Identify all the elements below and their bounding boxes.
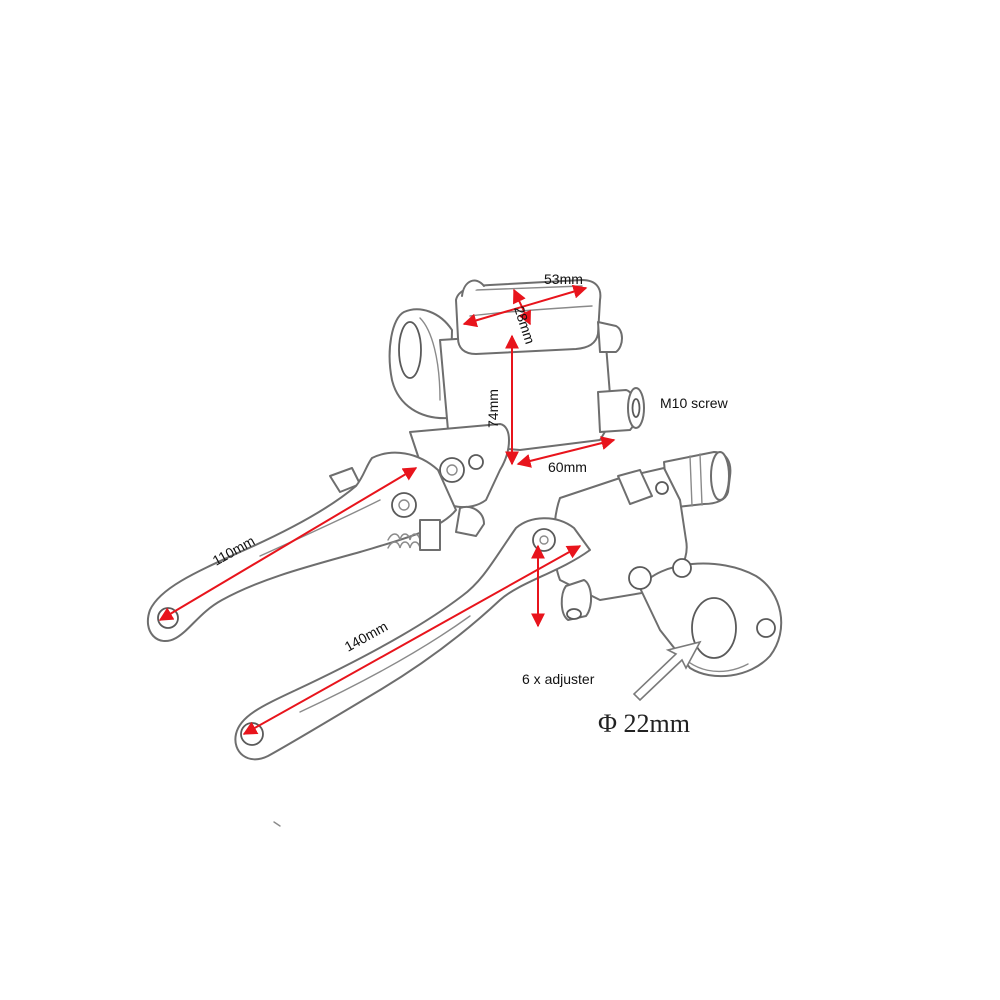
perch-lock-tab xyxy=(617,469,653,505)
upper-pivot-screw xyxy=(468,454,484,470)
label-60mm: 60mm xyxy=(548,459,587,475)
adjuster-end xyxy=(710,451,730,501)
label-m10-screw: M10 screw xyxy=(660,395,729,411)
m10-screw-hex xyxy=(631,398,641,418)
perch-bolt-b xyxy=(672,558,692,578)
dim-140-line xyxy=(242,545,582,735)
upper-clamp-bore xyxy=(398,321,422,379)
label-74mm: 74mm xyxy=(485,389,501,428)
label-6x-adjuster: 6 x adjuster xyxy=(522,671,595,687)
adjuster-screw xyxy=(566,608,582,620)
perch-small-screw xyxy=(655,481,669,495)
clutch-pivot-bolt xyxy=(532,528,556,552)
reservoir-tab xyxy=(597,321,623,353)
label-diameter-22mm: Φ 22mm xyxy=(598,709,690,738)
stray-mark xyxy=(273,821,281,827)
clamp-bolt xyxy=(756,618,776,638)
label-53mm: 53mm xyxy=(544,271,583,287)
dimension-lines xyxy=(158,284,616,735)
clutch-perch-assembly xyxy=(234,451,783,761)
upper-pivot-bolt xyxy=(439,457,465,483)
dim-110-line xyxy=(158,467,418,621)
spring-block xyxy=(419,519,441,551)
lever-adjust-knob xyxy=(391,492,417,518)
handlebar-bore xyxy=(691,597,737,659)
upper-arm xyxy=(455,506,485,537)
diameter-pointer-arrow xyxy=(632,640,702,702)
dim-28-line xyxy=(513,288,531,326)
dim-60-line xyxy=(516,436,616,468)
perch-bolt-a xyxy=(628,566,652,590)
